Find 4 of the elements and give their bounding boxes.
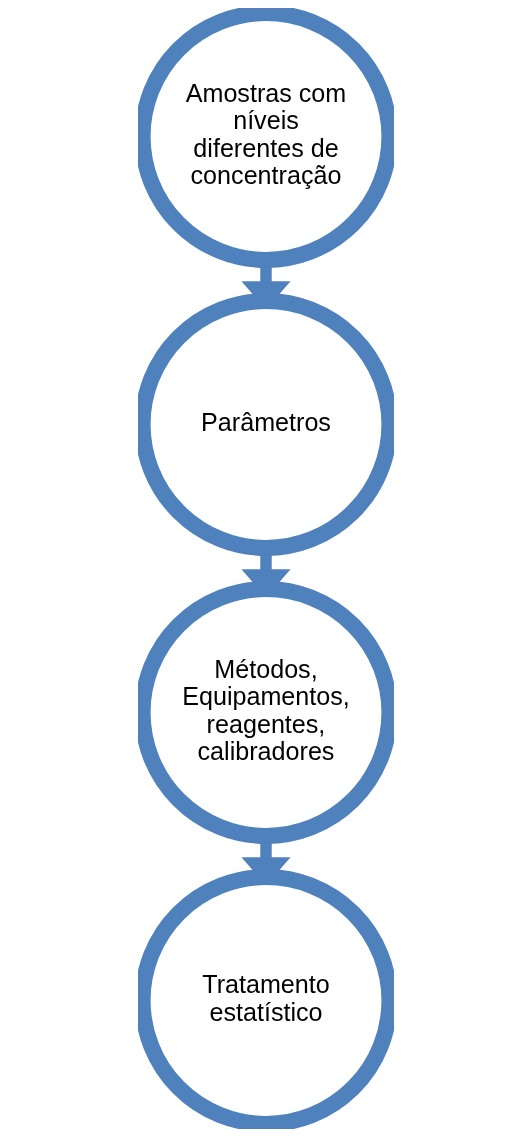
node-circle: Métodos, Equipamentos, reagentes, calibradores: [138, 581, 394, 844]
node-circle: Tratamento estatístico: [138, 869, 394, 1129]
node-circle: Parâmetros: [138, 293, 394, 556]
node-circle: Amostras com níveis diferentes de concentração: [138, 8, 394, 268]
